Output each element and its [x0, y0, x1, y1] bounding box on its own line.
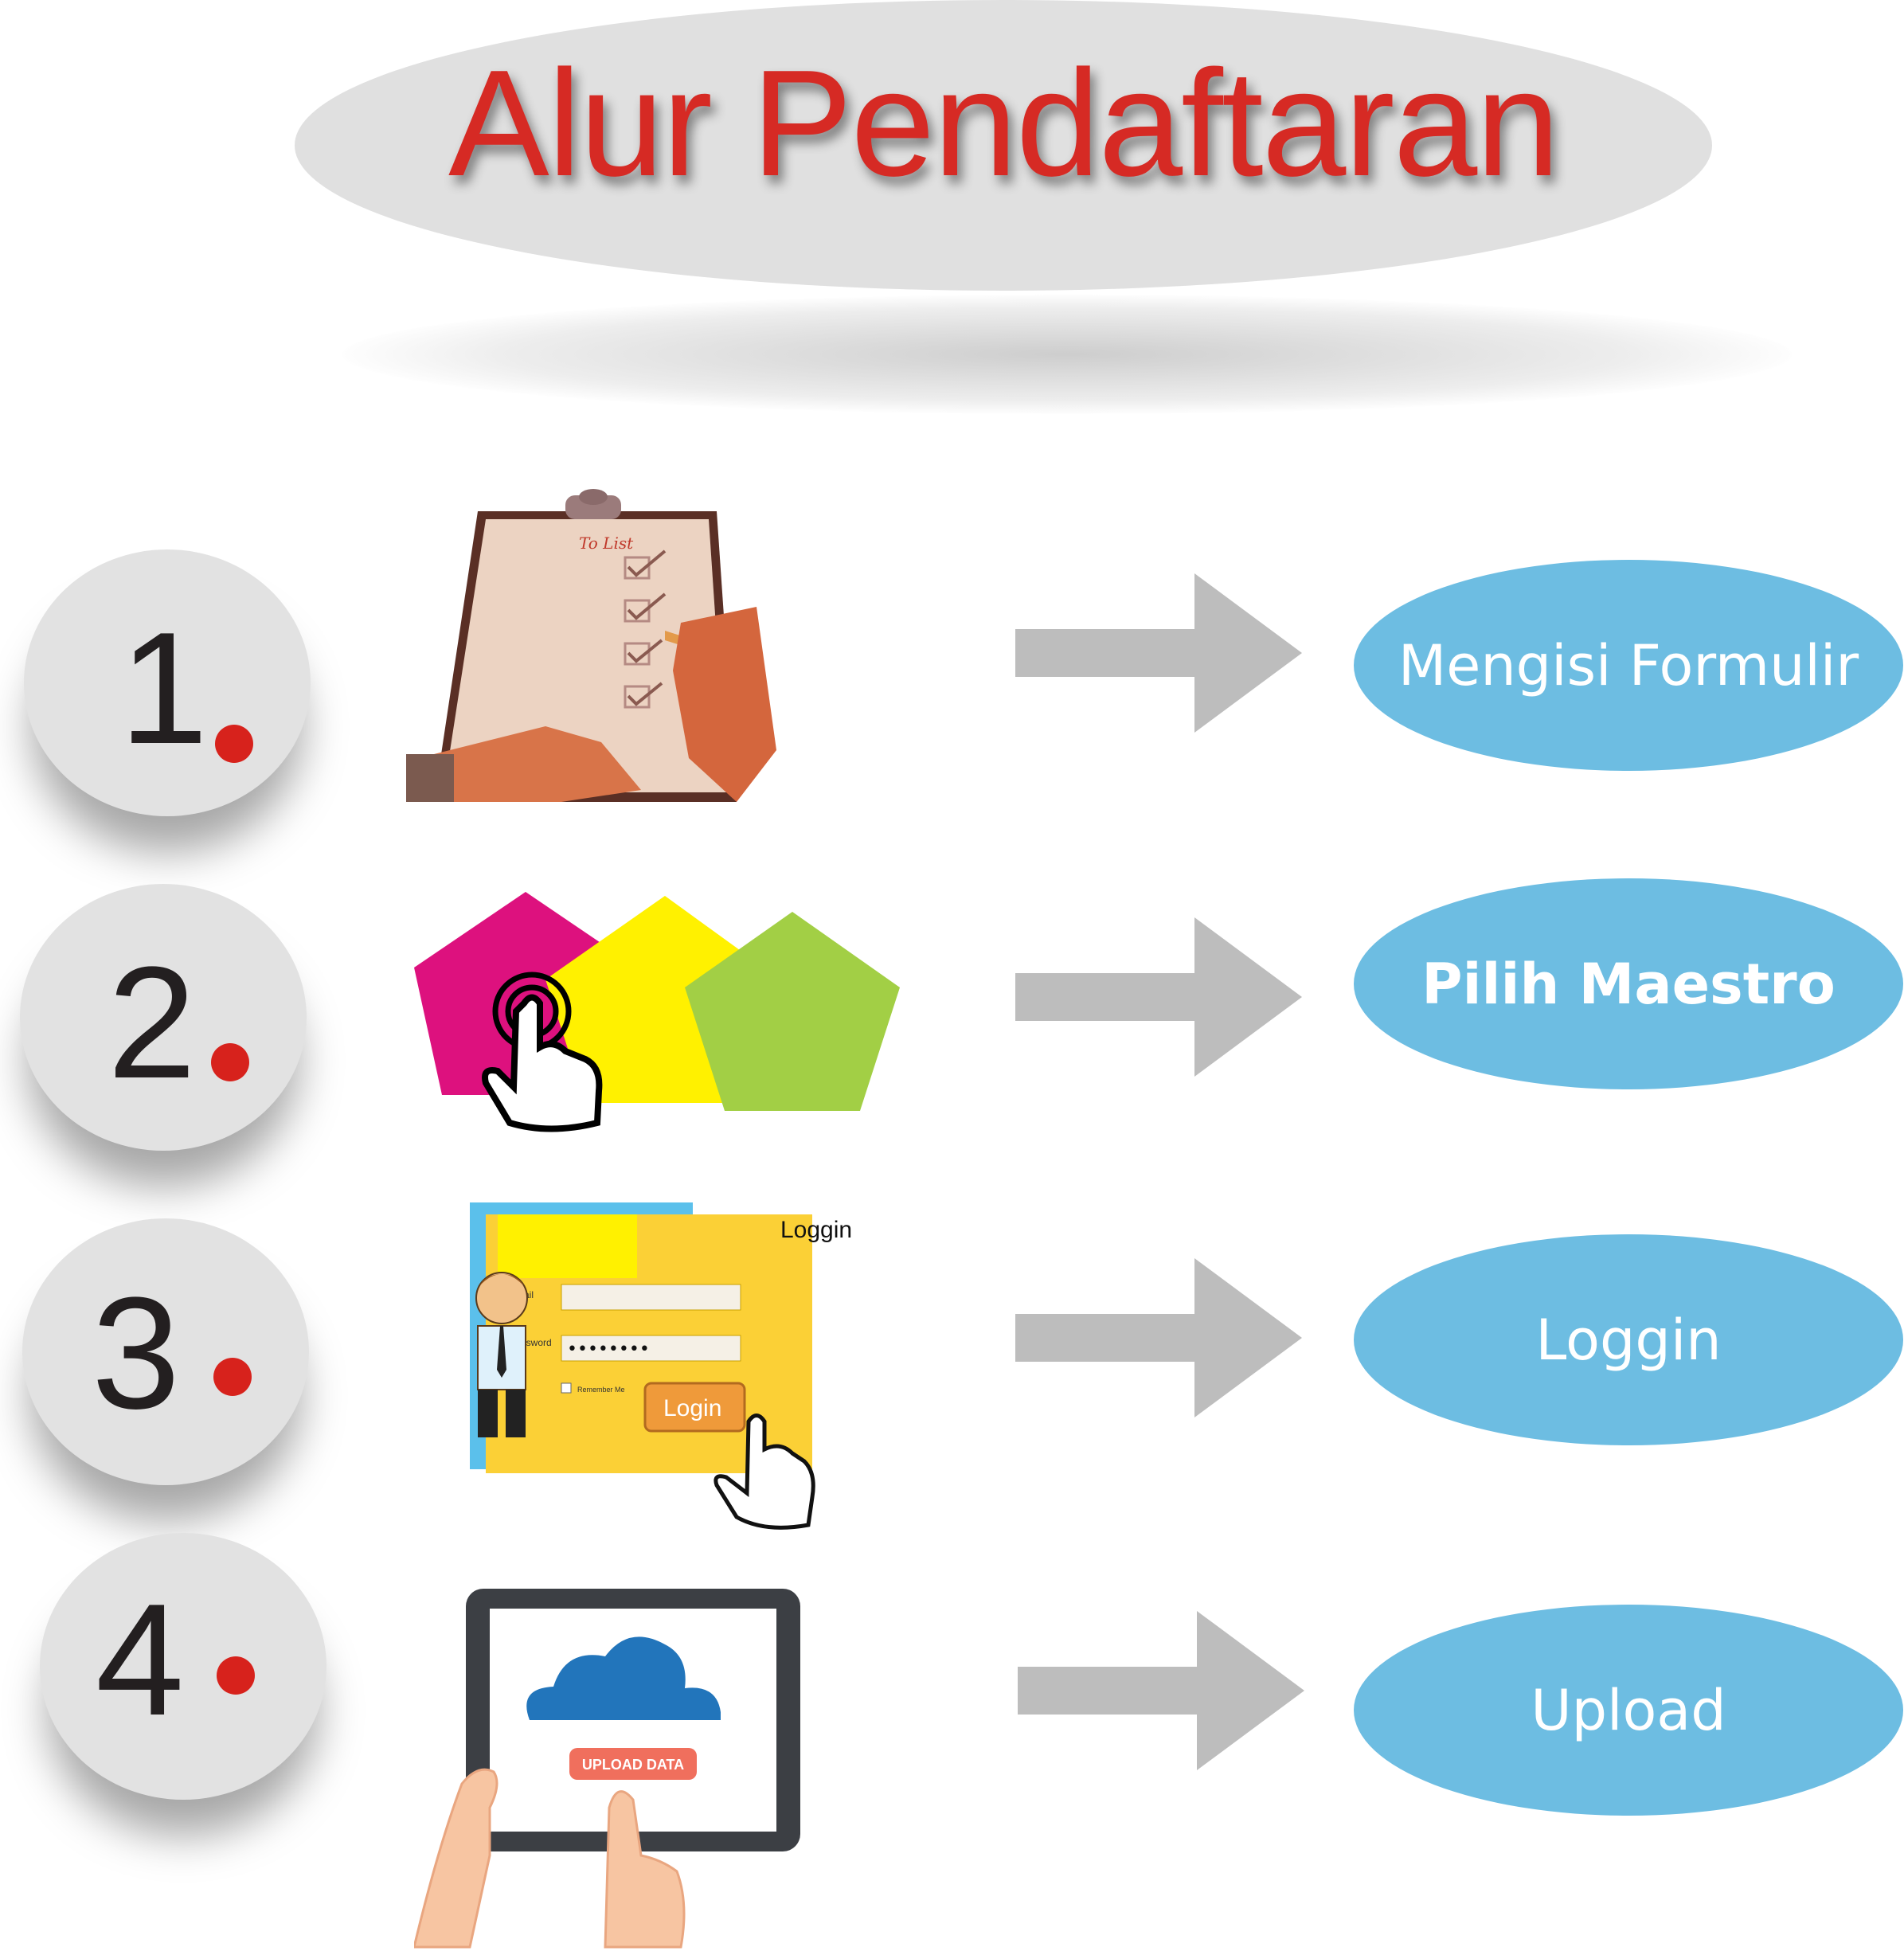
step-label-text: Mengisi Formulir	[1398, 632, 1859, 698]
step-label-loggin: Loggin	[1354, 1234, 1903, 1445]
step-number-circle	[20, 884, 307, 1151]
step-number: 4	[96, 1571, 185, 1749]
clipboard-caption: To List	[579, 534, 634, 553]
step-label-pilih-maestro: Pilih Maestro	[1354, 878, 1903, 1089]
password-mask: ••••••••	[567, 1339, 650, 1359]
step-number-dot	[213, 1358, 252, 1396]
login-caption: Loggin	[780, 1217, 853, 1243]
login-form-icon: Email Password •••••••• Remember Me Logi…	[430, 1198, 828, 1537]
step-number-circle	[22, 1218, 309, 1485]
step-label-text: Upload	[1531, 1677, 1726, 1743]
step-number: 2	[108, 934, 197, 1112]
step-label-text: Loggin	[1535, 1307, 1722, 1373]
login-button-label: Login	[663, 1395, 721, 1421]
step-number: 3	[92, 1265, 181, 1442]
step-number-dot	[217, 1656, 255, 1695]
clipboard-checklist-icon: To List	[402, 487, 776, 818]
upload-button-label: UPLOAD DATA	[582, 1757, 684, 1773]
step-label-text: Pilih Maestro	[1421, 951, 1836, 1017]
title-banner	[295, 0, 1712, 291]
arrow-right-icon	[1015, 573, 1302, 733]
page-title: Alur Pendaftaran	[448, 39, 1560, 208]
arrow-right-icon	[1015, 917, 1302, 1077]
title-shadow	[342, 295, 1792, 414]
step-number-circle	[40, 1533, 326, 1800]
tablet-upload-icon: UPLOAD DATA	[412, 1585, 804, 1955]
step-number: 1	[119, 600, 209, 777]
step-number-circle	[24, 549, 311, 816]
arrow-right-icon	[1015, 1258, 1302, 1417]
pentagon-choice-icon	[414, 892, 908, 1143]
step-number-dot	[215, 725, 253, 763]
remember-label: Remember Me	[577, 1386, 625, 1394]
step-label-upload: Upload	[1354, 1605, 1903, 1816]
arrow-right-icon	[1018, 1611, 1304, 1770]
step-label-mengisi-formulir: Mengisi Formulir	[1354, 560, 1903, 771]
step-number-dot	[211, 1043, 249, 1081]
